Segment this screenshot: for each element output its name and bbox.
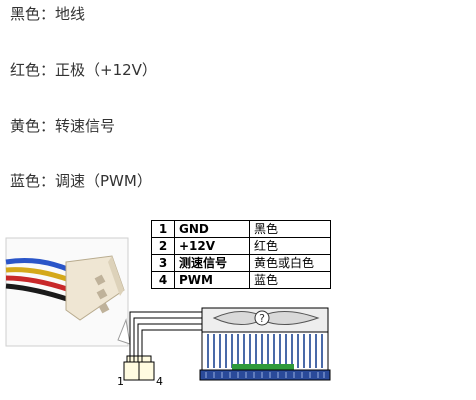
connector-schematic — [123, 311, 205, 381]
pin-signal: PWM — [174, 271, 250, 289]
wire-yellow — [5, 267, 71, 283]
wire-note-yellow: 黄色：转速信号 — [10, 117, 116, 135]
fan-connector-diagram: ? — [5, 237, 331, 381]
table-row: 1 GND 黑色 — [151, 220, 331, 238]
chip-green — [232, 364, 294, 370]
pin-color: 黄色或白色 — [249, 254, 331, 272]
socket-pins — [205, 372, 325, 378]
table-row: 4 PWM 蓝色 — [151, 271, 331, 289]
wire-black — [5, 283, 71, 303]
wire-note-red: 红色：正极（+12V） — [10, 61, 157, 79]
wire-blue — [5, 257, 71, 273]
wire-red — [5, 275, 71, 293]
connector-pin-1-label: 1 — [117, 375, 124, 388]
heatsink-fins — [207, 334, 323, 368]
connector-pin-4-label: 4 — [156, 375, 163, 388]
pin-number: 4 — [151, 271, 175, 289]
pinout-table: 1 GND 黑色 2 +12V 红色 3 测速信号 黄色或白色 4 PWM 蓝色 — [151, 220, 331, 289]
cpu-fan: ? — [199, 307, 331, 381]
table-row: 3 测速信号 黄色或白色 — [151, 254, 331, 272]
connector-housing — [65, 255, 125, 321]
fan-logo: ? — [259, 312, 265, 325]
pointer-triangle — [117, 318, 131, 345]
pin-color: 蓝色 — [249, 271, 331, 289]
connector-photo — [5, 237, 131, 347]
wire-note-black: 黑色：地线 — [10, 5, 86, 23]
wire-note-blue: 蓝色：调速（PWM） — [10, 172, 152, 190]
